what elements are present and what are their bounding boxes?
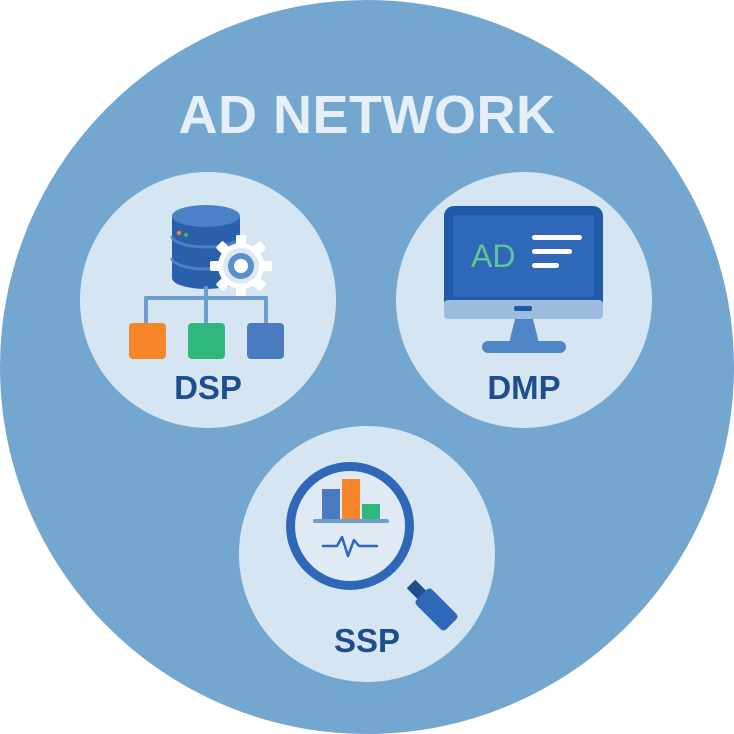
dsp-label: DSP (174, 369, 242, 406)
dmp-label: DMP (487, 369, 561, 406)
ad-screen-text: AD (471, 238, 515, 274)
database-gear-hierarchy-icon (129, 205, 284, 359)
diagram-title: AD NETWORK (178, 85, 556, 145)
monitor-ad-icon: AD (444, 206, 603, 353)
dsp-node: DSP (80, 172, 336, 428)
ssp-node: SSP (239, 426, 495, 682)
magnifier-chart-icon (286, 462, 458, 631)
dmp-node: AD DMP (396, 172, 652, 428)
ssp-label: SSP (333, 622, 401, 659)
